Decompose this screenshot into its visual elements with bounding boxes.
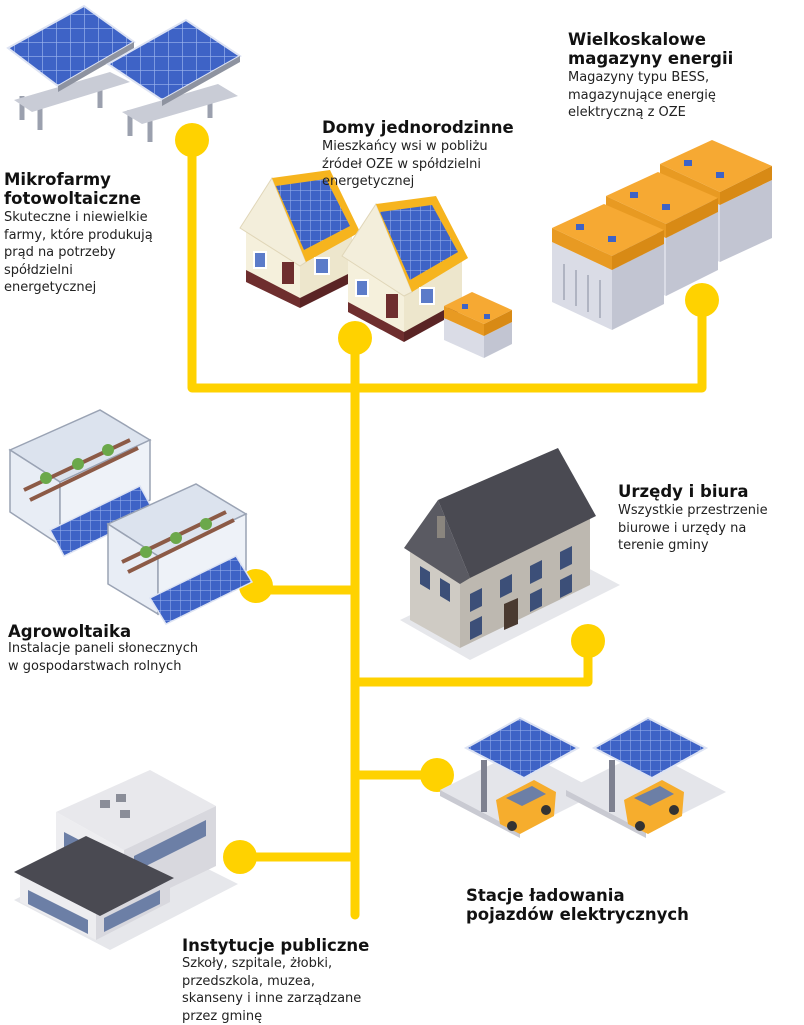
agrowoltaika-title: Agrowoltaika <box>8 622 131 641</box>
mikrofarmy-description-line: farmy, które produkują <box>4 227 153 245</box>
public-building-icon <box>14 770 238 950</box>
house-1 <box>240 170 360 308</box>
magazyny-title: Wielkoskalowe magazyny energii <box>568 30 733 68</box>
magazyny-title-line: Wielkoskalowe <box>568 30 733 49</box>
domy-title: Domy jednorodzinne <box>322 118 514 137</box>
instytucje-description-line: Szkoły, szpitale, żłobki, <box>182 955 361 973</box>
mikrofarmy-description: Skuteczne i niewielkie farmy, które prod… <box>4 209 153 297</box>
domy-description: Mieszkańcy wsi w pobliżu źródeł OZE w sp… <box>322 138 488 191</box>
domy-title-line: Domy jednorodzinne <box>322 118 514 137</box>
houses-icon <box>240 170 512 358</box>
battery-unit-1 <box>552 204 664 330</box>
magazyny-description-line: Magazyny typu BESS, <box>568 69 716 87</box>
agrowoltaika-title-line: Agrowoltaika <box>8 622 131 641</box>
ev-station-1 <box>440 718 600 838</box>
magazyny-title-line: magazyny energii <box>568 49 733 68</box>
instytucje-title: Instytucje publiczne <box>182 936 369 955</box>
magazyny-description-line: elektryczną z OZE <box>568 104 716 122</box>
solar-farm-icon <box>8 6 240 142</box>
urzedy-description-line: terenie gminy <box>618 537 768 555</box>
ev-charging-icon <box>440 718 726 838</box>
domy-description-line: Mieszkańcy wsi w pobliżu <box>322 138 488 156</box>
node-dot-instytucje <box>223 840 257 874</box>
greenhouse-icon <box>10 410 252 624</box>
urzedy-title-line: Urzędy i biura <box>618 482 749 501</box>
battery-storage-icon <box>552 140 772 330</box>
mikrofarmy-title: Mikrofarmy fotowoltaiczne <box>4 170 141 208</box>
node-dot-mikrofarmy <box>175 123 209 157</box>
instytucje-description: Szkoły, szpitale, żłobki, przedszkola, m… <box>182 955 361 1025</box>
instytucje-description-line: przez gminę <box>182 1008 361 1025</box>
domy-description-line: energetycznej <box>322 173 488 191</box>
mikrofarmy-description-line: Skuteczne i niewielkie <box>4 209 153 227</box>
agrowoltaika-description: Instalacje paneli słonecznych w gospodar… <box>8 640 198 675</box>
agrowoltaika-description-line: w gospodarstwach rolnych <box>8 658 198 676</box>
node-dot-magazyny <box>685 283 719 317</box>
urzedy-description-line: Wszystkie przestrzenie <box>618 502 768 520</box>
node-dot-urzedy <box>571 624 605 658</box>
mikrofarmy-description-line: spółdzielni <box>4 262 153 280</box>
node-dot-domy <box>338 321 372 355</box>
urzedy-description: Wszystkie przestrzenie biurowe i urzędy … <box>618 502 768 555</box>
instytucje-description-line: skanseny i inne zarządzane <box>182 990 361 1008</box>
magazyny-description-line: magazynujące energię <box>568 87 716 105</box>
domy-description-line: źródeł OZE w spółdzielni <box>322 156 488 174</box>
mikrofarmy-title-line: Mikrofarmy <box>4 170 141 189</box>
mikrofarmy-title-line: fotowoltaiczne <box>4 189 141 208</box>
instytucje-description-line: przedszkola, muzea, <box>182 973 361 991</box>
urzedy-title: Urzędy i biura <box>618 482 749 501</box>
home-battery <box>444 292 512 358</box>
magazyny-description: Magazyny typu BESS, magazynujące energię… <box>568 69 716 122</box>
urzedy-description-line: biurowe i urzędy na <box>618 520 768 538</box>
agrowoltaika-description-line: Instalacje paneli słonecznych <box>8 640 198 658</box>
stacje-title: Stacje ładowania pojazdów elektrycznych <box>466 886 689 924</box>
stacje-title-line: pojazdów elektrycznych <box>466 905 689 924</box>
ev-station-2 <box>566 718 726 838</box>
instytucje-title-line: Instytucje publiczne <box>182 936 369 955</box>
mikrofarmy-description-line: energetycznej <box>4 279 153 297</box>
mikrofarmy-description-line: prąd na potrzeby <box>4 244 153 262</box>
stacje-title-line: Stacje ładowania <box>466 886 689 905</box>
